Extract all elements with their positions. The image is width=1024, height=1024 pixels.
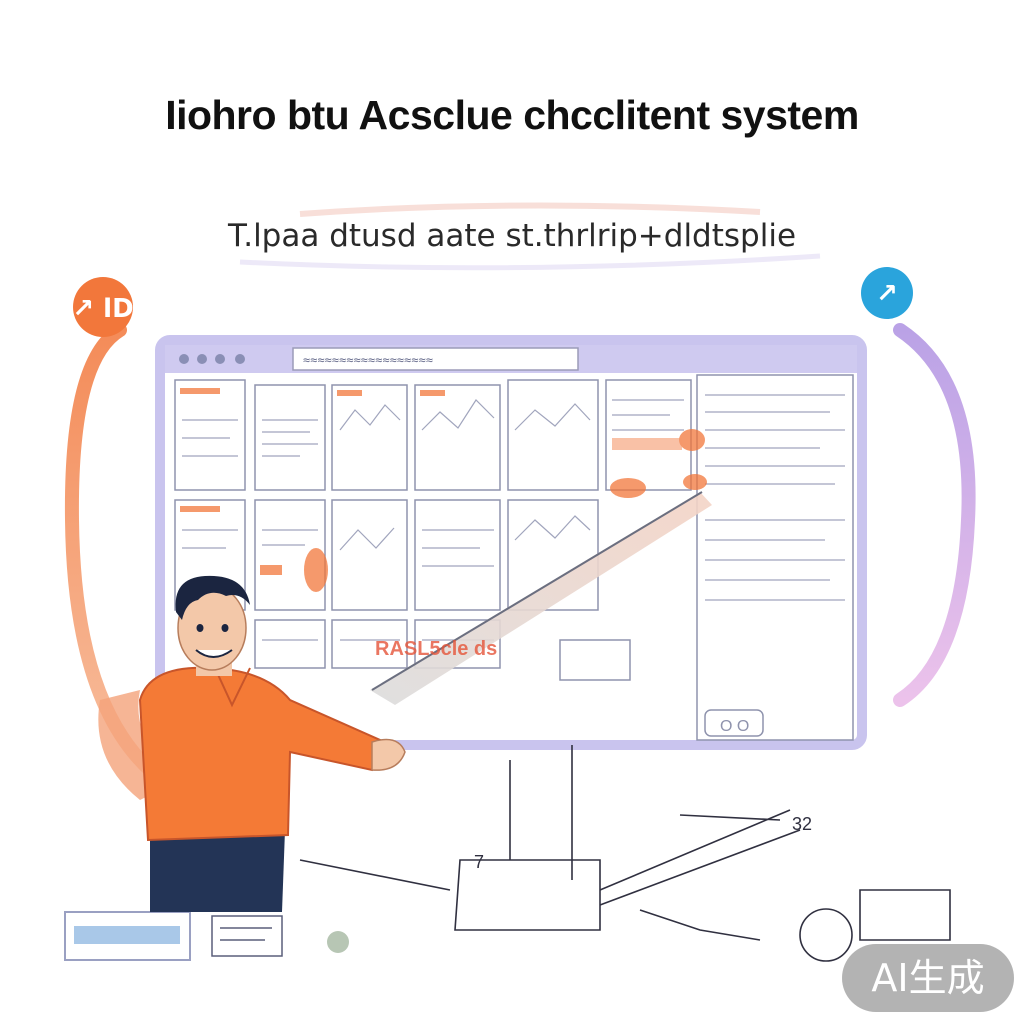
presenter-person [138,575,406,912]
panel[interactable] [331,499,408,611]
highlight-caption: RASL5cle ds [375,638,497,660]
page-title: Iiohro btu Acsclue chcclitent system [165,92,859,138]
stand-sketch [299,745,951,962]
panel[interactable] [414,384,501,491]
right-decor-arc [893,323,976,707]
panel[interactable] [254,619,326,669]
address-bar-text: ≈≈≈≈≈≈≈≈≈≈≈≈≈≈≈≈≈≈ [303,353,433,367]
presenter-pants [150,830,285,912]
brush-stroke-top [299,202,761,217]
panel-header-strips [180,388,445,575]
blue-badge: ↗ [861,267,913,319]
bottom-info-card [64,911,283,961]
panel[interactable] [254,499,326,611]
pointer-beam-edge [371,491,703,691]
page-subtitle: T.lpaa dtusd aate st.thrlrip+dldtsplie [227,218,797,254]
side-panel[interactable] [696,374,854,741]
side-panel-button-label: O O [720,718,749,735]
orange-badge-label: ↗ lD [72,294,133,324]
panel-sketch-lines [182,394,845,641]
panel[interactable] [414,499,501,611]
toolbar-dot-icon [235,354,245,364]
side-panel-button[interactable] [704,709,764,737]
toolbar-dot-icon [215,354,225,364]
panel[interactable] [331,619,408,669]
toolbar-dot-icon [179,354,189,364]
orange-badge: ↗ lD [72,277,134,337]
address-bar[interactable] [292,347,579,371]
small-dot-icon [327,931,349,953]
panel[interactable] [414,619,501,669]
orange-splotches [304,429,707,592]
blue-badge-label: ↗ [876,279,898,309]
brush-stroke-bottom [239,253,821,271]
presenter-eye [221,624,229,632]
pointer-beam [370,492,712,705]
presenter-smile [195,649,233,658]
presenter-eye [196,624,204,632]
panel[interactable] [254,384,326,491]
sketch-label-32: 32 [792,814,812,834]
presenter-hair [175,575,250,620]
ai-generated-watermark: AI生成 [842,944,1014,1012]
presenter-collar [214,667,251,708]
presenter-hand [371,738,406,771]
panel[interactable] [507,379,599,491]
sketch-label-7: 7 [474,852,484,872]
monitor: ≈≈≈≈≈≈≈≈≈≈≈≈≈≈≈≈≈≈ [155,335,867,750]
toolbar-dot-icon [197,354,207,364]
panel[interactable] [331,384,408,491]
panel[interactable] [174,379,246,491]
panel[interactable] [559,639,631,681]
